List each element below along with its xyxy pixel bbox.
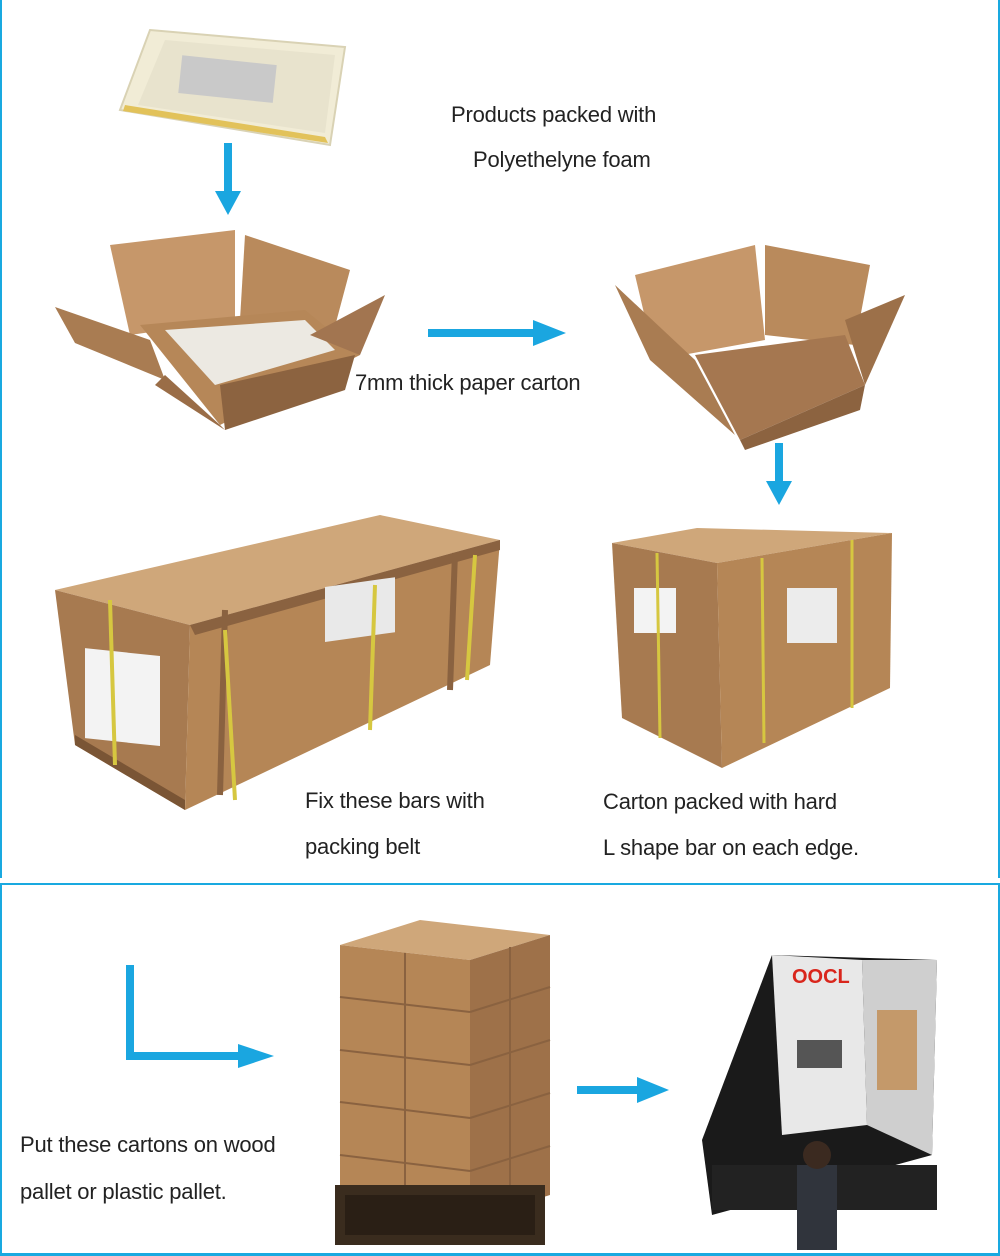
l-shape-arrow-icon [126, 965, 274, 1068]
caption-foam-line2: Polyethelyne foam [473, 147, 651, 172]
empty-carton-image [615, 245, 905, 450]
caption-bars-line1: Fix these bars with [305, 788, 485, 813]
foam-wrapped-product-image [118, 28, 347, 147]
arrow-down-icon [766, 443, 792, 505]
pallet-stack-image [335, 920, 551, 1245]
caption-carton: 7mm thick paper carton [355, 370, 581, 395]
square-crate-with-edge-bars-image [612, 528, 892, 768]
open-carton-with-product-image [55, 230, 385, 430]
container-truck-image: OOCL [702, 955, 937, 1250]
caption-pallet-line2: pallet or plastic pallet. [20, 1179, 227, 1204]
arrow-right-icon [577, 1077, 669, 1103]
oocl-logo: OOCL [792, 966, 850, 988]
caption-edge-line2: L shape bar on each edge. [603, 835, 859, 860]
arrow-down-icon [215, 143, 241, 215]
caption-edge-line1: Carton packed with hard [603, 789, 837, 814]
caption-foam-line1: Products packed with [451, 102, 657, 127]
caption-bars-line2: packing belt [305, 834, 421, 859]
long-crate-with-belts-image [55, 515, 500, 810]
arrow-right-icon [428, 320, 566, 346]
caption-pallet-line1: Put these cartons on wood [20, 1132, 276, 1157]
